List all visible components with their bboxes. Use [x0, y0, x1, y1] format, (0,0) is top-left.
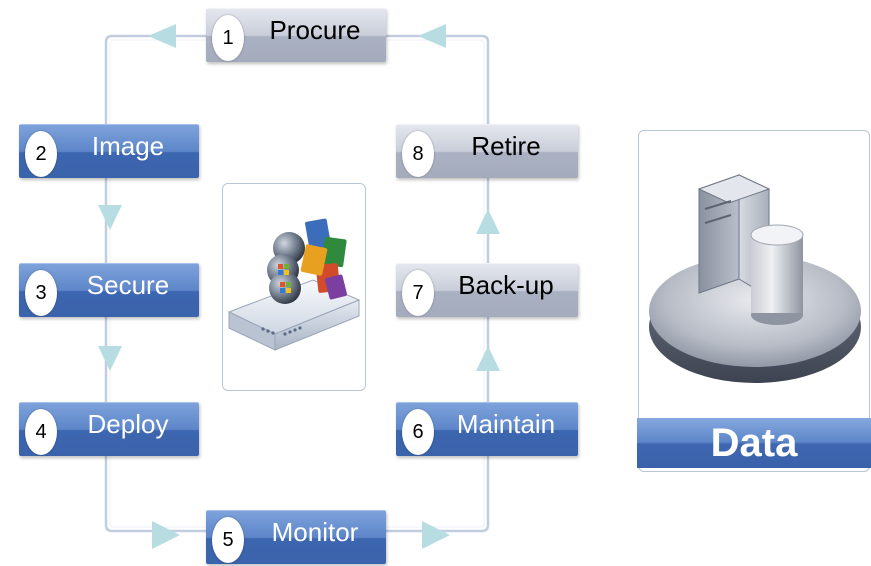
arrow-up-icon — [476, 346, 500, 371]
arrow-up-icon — [476, 209, 500, 234]
data-panel — [638, 130, 870, 472]
step-label: Secure — [86, 269, 170, 300]
data-label-bar: Data — [637, 418, 871, 468]
arrow-down-icon — [98, 205, 122, 230]
step-label: Maintain — [456, 408, 556, 439]
step-number: 2 — [25, 131, 57, 177]
step-label: Back-up — [458, 269, 554, 300]
arrow-left-icon — [418, 24, 446, 48]
step-label: Monitor — [271, 516, 359, 547]
step-label: Procure — [269, 14, 361, 45]
step-number: 7 — [402, 270, 434, 316]
step-number: 8 — [402, 131, 434, 177]
arrow-left-icon — [148, 24, 176, 48]
office-server-suite-icon — [227, 218, 361, 351]
step-monitor: 5 Monitor — [206, 510, 386, 564]
arrow-right-icon — [422, 521, 450, 549]
step-label: Deploy — [87, 408, 169, 439]
step-number: 6 — [402, 409, 434, 455]
server-database-icon — [649, 174, 861, 383]
step-number: 3 — [25, 270, 57, 316]
step-retire: 8 Retire — [396, 124, 578, 178]
step-backup: 7 Back-up — [396, 263, 578, 317]
step-secure: 3 Secure — [19, 263, 199, 317]
arrow-right-icon — [152, 521, 180, 549]
step-image: 2 Image — [19, 124, 199, 178]
step-label: Retire — [471, 130, 541, 161]
step-number: 5 — [212, 517, 244, 563]
center-image-panel — [222, 183, 366, 391]
step-label: Image — [91, 130, 165, 161]
step-deploy: 4 Deploy — [19, 402, 199, 456]
data-label: Data — [710, 420, 798, 465]
step-maintain: 6 Maintain — [396, 402, 578, 456]
step-number: 1 — [212, 15, 244, 61]
step-number: 4 — [25, 409, 57, 455]
step-procure: 1 Procure — [206, 8, 386, 62]
arrow-down-icon — [98, 346, 122, 371]
